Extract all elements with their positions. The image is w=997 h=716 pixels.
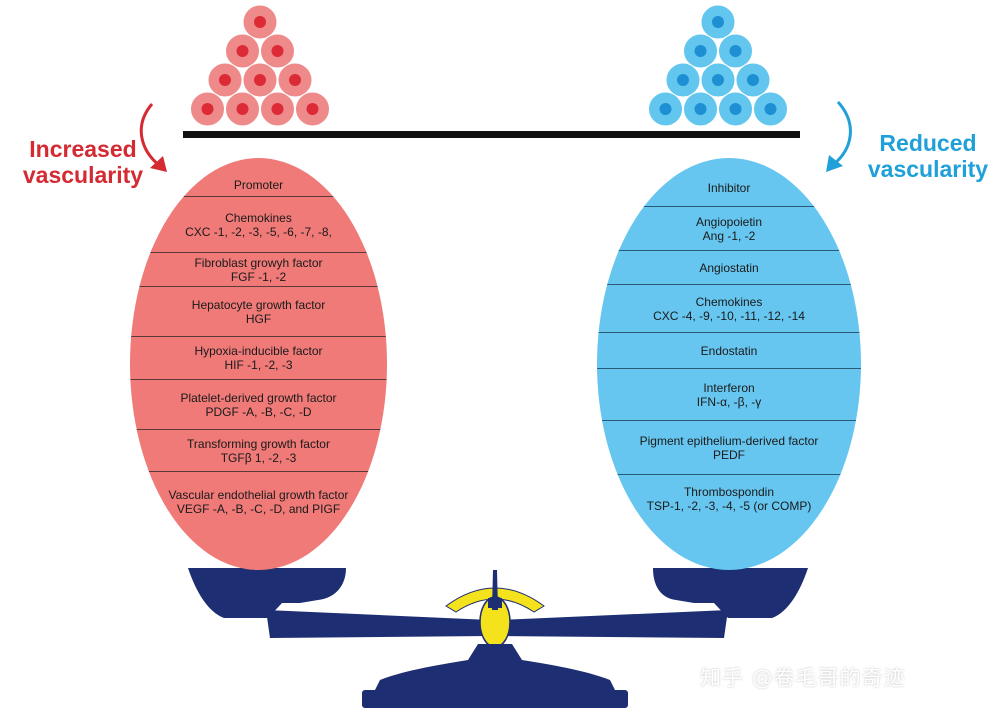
band-line: Chemokines	[695, 294, 763, 309]
cell-nucleus	[694, 103, 707, 115]
band-line: Promoter	[233, 178, 284, 192]
inhibitor-band: Pigment epithelium-derived factor PEDF	[597, 420, 861, 474]
band-line: TSP-1, -2, -3, -4, -5 (or COMP)	[646, 499, 812, 513]
scale-left-arm	[266, 610, 490, 638]
cell-nucleus	[201, 103, 214, 115]
balance-scale	[188, 568, 808, 708]
band-line: CXC -1, -2, -3, -5, -6, -7, -8,	[185, 224, 332, 239]
band-line: Chemokines	[225, 210, 292, 225]
band-line: PDGF -A, -B, -C, -D	[205, 404, 312, 419]
promoter-band: Transforming growth factor TGFβ 1, -2, -…	[130, 429, 387, 471]
increased-vascularity-label: Increased vascularity	[22, 136, 144, 188]
blue-curved-arrow	[833, 100, 852, 166]
promoter-band: Fibroblast growyh factor FGF -1, -2	[130, 252, 387, 286]
band-line: HIF -1, -2, -3	[224, 358, 293, 372]
scale-left-pan	[188, 568, 346, 618]
band-line: Platelet-derived growth factor	[180, 390, 337, 405]
inhibitor-band: Angiostatin	[597, 250, 861, 284]
band-line: FGF -1, -2	[230, 269, 287, 284]
inhibitor-band: Inhibitor	[597, 158, 861, 206]
band-line: Ang -1, -2	[702, 228, 756, 243]
cell-nucleus	[271, 45, 284, 57]
balance-beam-bar	[183, 131, 800, 138]
band-line: HGF	[245, 311, 272, 326]
cell-nucleus	[764, 103, 777, 115]
cell-nucleus	[677, 74, 689, 86]
cell-nucleus	[659, 103, 672, 115]
inhibitor-band: Chemokines CXC -4, -9, -10, -11, -12, -1…	[597, 284, 861, 332]
red-arrowhead	[150, 156, 167, 172]
band-line: Angiostatin	[699, 260, 759, 275]
band-line: CXC -4, -9, -10, -11, -12, -14	[653, 308, 805, 323]
red-cell-pyramid	[190, 4, 330, 127]
scale-right-arm	[500, 610, 728, 638]
band-line: PEDF	[712, 447, 745, 462]
promoter-band: Hepatocyte growth factor HGF	[130, 286, 387, 336]
blue-arrowhead	[826, 155, 843, 172]
inhibitor-oval: Inhibitor Angiopoietin Ang -1, -2 Angios…	[597, 158, 861, 570]
cell-nucleus	[254, 16, 266, 28]
inhibitor-band: Interferon IFN-α, -β, -γ	[597, 368, 861, 420]
cell-nucleus	[306, 103, 319, 115]
band-line: Vascular endothelial growth factor	[168, 488, 349, 502]
band-line: Interferon	[703, 380, 755, 395]
band-line: Pigment epithelium-derived factor	[639, 433, 819, 448]
cell-nucleus	[694, 45, 707, 57]
promoter-band: Promoter	[130, 158, 387, 196]
scale-pivot-block	[488, 598, 502, 608]
watermark-text: 知乎 @卷毛哥的奇迹	[700, 666, 906, 690]
band-line: Inhibitor	[707, 181, 751, 195]
band-line: Fibroblast growyh factor	[194, 255, 323, 270]
promoter-band: Hypoxia-inducible factor HIF -1, -2, -3	[130, 336, 387, 379]
band-line: IFN-α, -β, -γ	[696, 394, 762, 409]
cell-nucleus	[271, 103, 284, 115]
band-line: Hepatocyte growth factor	[191, 297, 326, 312]
promoter-band: Platelet-derived growth factor PDGF -A, …	[130, 379, 387, 429]
scale-base-foot	[362, 690, 628, 708]
band-line: Angiopoietin	[695, 214, 763, 229]
scale-base	[374, 644, 616, 692]
band-line: Transforming growth factor	[187, 436, 330, 451]
cell-nucleus	[254, 74, 266, 86]
band-line: Thrombospondin	[683, 485, 775, 499]
cell-nucleus	[289, 74, 301, 86]
band-line: TGFβ 1, -2, -3	[220, 450, 297, 465]
cell-nucleus	[729, 103, 742, 115]
blue-cell-pyramid	[648, 4, 788, 127]
promoter-band: Chemokines CXC -1, -2, -3, -5, -6, -7, -…	[130, 196, 387, 252]
band-line: Hypoxia-inducible factor	[194, 344, 323, 358]
cell-nucleus	[729, 45, 742, 57]
cell-nucleus	[236, 45, 249, 57]
cell-nucleus	[236, 103, 249, 115]
promoter-oval: Promoter Chemokines CXC -1, -2, -3, -5, …	[130, 158, 387, 570]
band-line: Endostatin	[700, 343, 758, 358]
inhibitor-band: Angiopoietin Ang -1, -2	[597, 206, 861, 250]
cell-nucleus	[747, 74, 759, 86]
scale-yellow-arc	[445, 587, 545, 613]
inhibitor-band: Endostatin	[597, 332, 861, 368]
promoter-band: Vascular endothelial growth factor VEGF …	[130, 471, 387, 570]
red-curved-arrow	[139, 103, 161, 168]
cell-nucleus	[712, 16, 724, 28]
band-line: VEGF -A, -B, -C, -D, and PIGF	[176, 502, 341, 516]
cell-nucleus	[712, 74, 724, 86]
inhibitor-band: Thrombospondin TSP-1, -2, -3, -4, -5 (or…	[597, 474, 861, 570]
reduced-vascularity-label: Reduced vascularity	[867, 130, 989, 182]
cell-nucleus	[219, 74, 231, 86]
scale-right-pan	[653, 568, 808, 618]
